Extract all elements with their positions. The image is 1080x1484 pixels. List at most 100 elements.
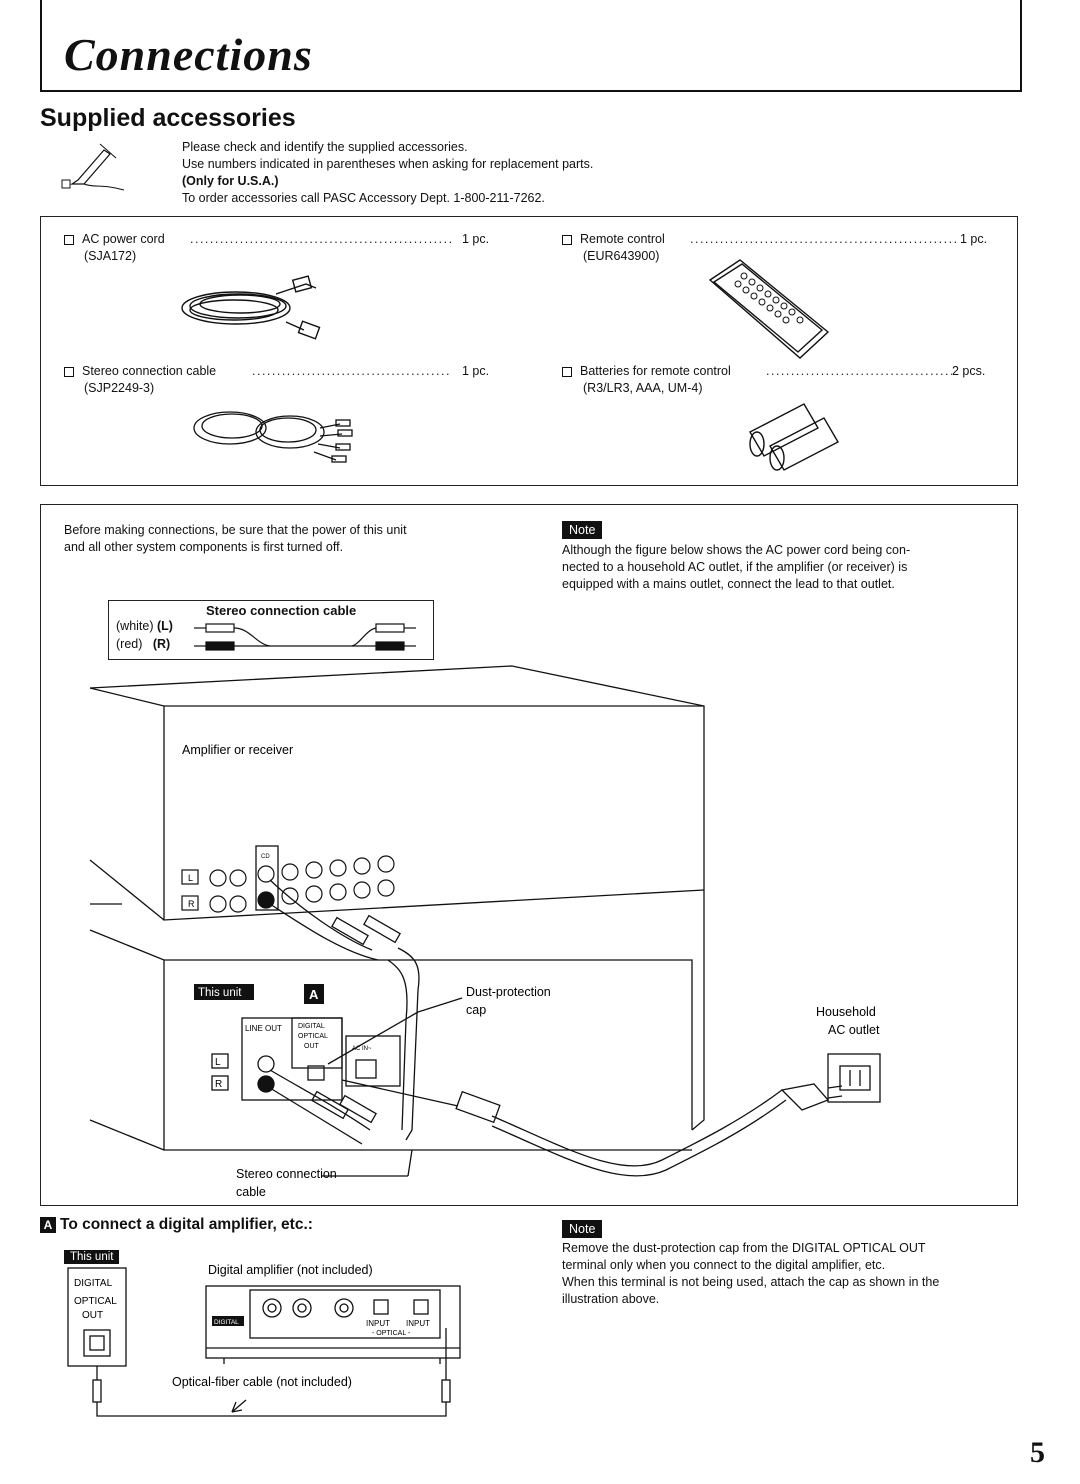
digital-note-line-4: illustration above. — [562, 1292, 660, 1306]
item-part: (EUR643900) — [583, 249, 660, 263]
marker-a-text: A — [309, 987, 319, 1002]
note-line-1: Although the figure below shows the AC p… — [562, 543, 911, 557]
leader-dots: ........................................… — [190, 232, 452, 246]
leader-dots: ........................................… — [766, 364, 952, 378]
red-text: (red) — [116, 637, 143, 651]
accessories-box — [40, 216, 1018, 486]
digital-badge-text: DIGITAL — [214, 1319, 239, 1326]
digital-this-unit-text: This unit — [64, 1250, 120, 1264]
digital-badge — [212, 1316, 244, 1326]
ac-cord-illustration — [181, 275, 321, 340]
checkbox-icon — [64, 234, 74, 245]
amplifier-label: Amplifier or receiver — [182, 743, 293, 757]
digital-label: DIGITAL — [298, 1023, 325, 1030]
stereo-cable-illustration — [193, 411, 353, 463]
dust-cap-label-2: cap — [466, 1003, 486, 1017]
item-part: (SJP2249-3) — [84, 381, 155, 395]
this-unit-text: This unit — [198, 987, 242, 999]
cable-legend-title: Stereo connection cable — [206, 603, 357, 618]
usa-only-label: (Only for U.S.A.) — [182, 174, 279, 188]
digital-connection-illustration: DIGITAL OPTICAL OUT Digital amplifier (n… — [67, 1263, 461, 1417]
marker-a-icon: A — [40, 1217, 56, 1233]
digital-note-line-1: Remove the dust-protection cap from the … — [562, 1241, 926, 1255]
item-name: AC power cord — [82, 232, 165, 246]
item-qty: 2 pcs. — [952, 364, 986, 378]
checkbox-icon — [562, 366, 572, 377]
marker-a-icon: A — [304, 984, 324, 1004]
before-text-line-2: and all other system components is first… — [64, 540, 344, 554]
page-number: 5 — [1030, 1436, 1045, 1469]
item-qty: 1 pc. — [960, 232, 988, 246]
pencil-check-icon — [61, 143, 125, 191]
optical-label: OPTICAL — [298, 1033, 328, 1040]
cable-legend-box — [108, 600, 434, 660]
cable-legend-drawing — [194, 623, 416, 651]
digital-heading-text: To connect a digital amplifier, etc.: — [60, 1216, 313, 1233]
title-frame — [40, 0, 1022, 92]
digital-this-unit-badge: This unit — [64, 1247, 120, 1265]
outlet-label-2: AC outlet — [828, 1023, 880, 1037]
supplied-accessories-heading: Supplied accessories — [40, 104, 296, 132]
note-text: Although the figure below shows the AC p… — [562, 542, 910, 593]
terminal-optical: OPTICAL — [74, 1296, 117, 1307]
stereo-cable-label-2: cable — [236, 1185, 266, 1199]
batteries-illustration — [749, 403, 839, 471]
item-part: (SJA172) — [84, 249, 137, 263]
white-channel: (L) — [157, 619, 173, 633]
fiber-cable-label: Optical-fiber cable (not included) — [172, 1375, 352, 1389]
outlet-label-1: Household — [816, 1005, 876, 1019]
item-name: Stereo connection cable — [82, 364, 217, 378]
note-badge: Note — [562, 521, 603, 539]
amp-channel-r: R — [188, 899, 195, 909]
note-line-3: equipped with a mains outlet, connect th… — [562, 577, 895, 591]
item-qty: 1 pc. — [462, 232, 490, 246]
line-out-label: LINE OUT — [245, 1024, 282, 1033]
accessory-ac-cord: AC power cord — [64, 232, 165, 246]
channel-l-label: L — [215, 1057, 221, 1068]
order-text: To order accessories call PASC Accessory… — [182, 191, 545, 205]
intro-line-2: Use numbers indicated in parentheses whe… — [182, 157, 594, 171]
remote-control-illustration — [708, 259, 830, 359]
input-label-2: INPUT — [406, 1319, 430, 1328]
optical-input-label: - OPTICAL - — [372, 1330, 411, 1337]
channel-r-label: R — [215, 1079, 222, 1090]
leader-dots: ........................................… — [690, 232, 956, 246]
stereo-cable-label-1: Stereo connection — [236, 1167, 337, 1181]
intro-line-1: Please check and identify the supplied a… — [182, 140, 468, 154]
item-part: (R3/LR3, AAA, UM-4) — [583, 381, 703, 395]
ac-in-label: AC IN~ — [352, 1046, 372, 1052]
cable-white-label: (white) (L) — [116, 618, 173, 635]
item-name: Remote control — [580, 232, 665, 246]
amp-jack-row — [181, 855, 395, 913]
page-title: Connections — [64, 29, 313, 80]
digital-note-badge: Note — [562, 1220, 603, 1238]
digital-note-line-3: When this terminal is not being used, at… — [562, 1275, 940, 1289]
digital-note-label: Note — [562, 1220, 603, 1238]
white-text: (white) — [116, 619, 154, 633]
leader-dots: ........................................… — [252, 364, 452, 378]
accessory-stereo-cable: Stereo connection cable — [64, 364, 216, 378]
item-name: Batteries for remote control — [580, 364, 731, 378]
accessory-batteries: Batteries for remote control — [562, 364, 731, 378]
digital-note-line-2: terminal only when you connect to the di… — [562, 1258, 886, 1272]
dust-cap-label-1: Dust-protection — [466, 985, 551, 999]
amp-channel-l: L — [188, 873, 193, 883]
note-line-2: nected to a household AC outlet, if the … — [562, 560, 908, 574]
this-unit-badge: This unit — [194, 984, 254, 1000]
before-connecting-text: Before making connections, be sure that … — [64, 522, 407, 556]
out-label: OUT — [304, 1043, 320, 1050]
note-label: Note — [562, 521, 603, 539]
terminal-digital: DIGITAL — [74, 1278, 113, 1289]
cable-red-label: (red) (R) — [116, 636, 170, 653]
before-text-line-1: Before making connections, be sure that … — [64, 523, 407, 537]
connection-diagram-box — [40, 504, 1018, 1206]
accessories-intro: Please check and identify the supplied a… — [182, 139, 593, 207]
red-channel: (R) — [152, 637, 171, 651]
connection-illustration: Amplifier or receiver CD This unit A LIN… — [89, 665, 881, 1199]
terminal-out: OUT — [82, 1310, 103, 1321]
accessory-remote: Remote control — [562, 232, 665, 246]
input-label-1: INPUT — [366, 1319, 390, 1328]
item-qty: 1 pc. — [462, 364, 490, 378]
digital-note-text: Remove the dust-protection cap from the … — [562, 1240, 939, 1308]
